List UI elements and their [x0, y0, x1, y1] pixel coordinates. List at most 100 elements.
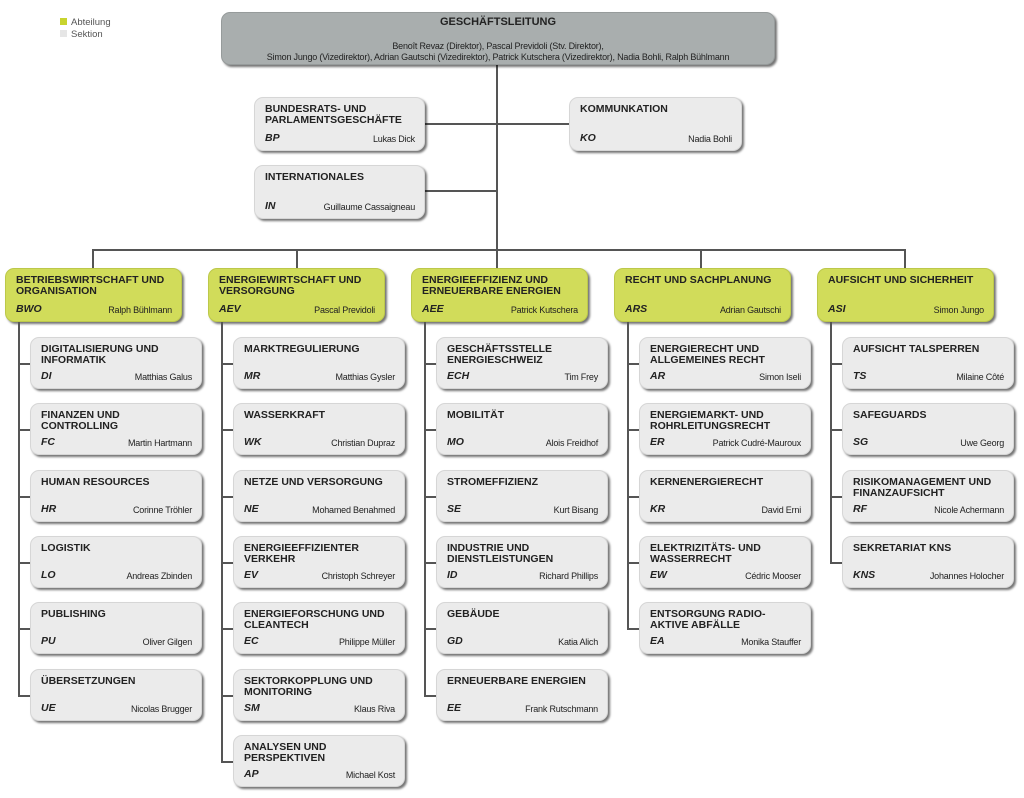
box-person: Frank Rutschmann	[525, 704, 598, 714]
box-code: KR	[650, 503, 666, 515]
section-connector	[830, 562, 842, 564]
section-spine-asi	[830, 322, 832, 563]
box-person: Oliver Gilgen	[142, 637, 193, 647]
box-code: EA	[650, 635, 665, 647]
management-box[interactable]: GESCHÄFTSLEITUNG Benoît Revaz (Direktor)…	[221, 12, 775, 65]
box-code: AEE	[422, 303, 444, 315]
box-person: Ralph Bühlmann	[108, 305, 172, 315]
staff-title: KOMMUNKATION	[580, 103, 668, 115]
box-title: SEKTORKOPPLUNG UND MONITORING	[244, 675, 373, 698]
box-code: ASI	[828, 303, 846, 315]
section-connector	[830, 496, 842, 498]
management-title: GESCHÄFTSLEITUNG	[439, 16, 557, 28]
section-spine-aee	[424, 322, 426, 696]
box-title: AUFSICHT TALSPERREN	[853, 343, 980, 355]
section-connector	[221, 429, 233, 431]
box-person: Richard Phillips	[539, 571, 598, 581]
legend-swatch	[60, 30, 67, 37]
box-code: ID	[447, 569, 458, 581]
staff-box-in[interactable]: INTERNATIONALES IN Guillaume Cassaigneau	[254, 165, 425, 219]
staff-code: BP	[265, 132, 280, 144]
staff-box-ko[interactable]: KOMMUNKATION KO Nadia Bohli	[569, 97, 742, 151]
legend-item-abteilung: Abteilung	[60, 17, 111, 29]
box-title: ÜBERSETZUNGEN	[41, 675, 136, 687]
box-person: Alois Freidhof	[545, 438, 598, 448]
box-title: STROMEFFIZIENZ	[447, 476, 538, 488]
staff-box-bp[interactable]: BUNDESRATS- UND PARLAMENTSGESCHÄFTE BP L…	[254, 97, 425, 151]
box-person: Milaine Côté	[956, 372, 1004, 382]
box-person: Christian Dupraz	[331, 438, 395, 448]
box-person: Johannes Holocher	[929, 571, 1004, 581]
box-code: KNS	[853, 569, 876, 581]
box-code: WK	[244, 436, 262, 448]
section-box-ar[interactable]: ENERGIERECHT UND ALLGEMEINES RECHT AR Simo…	[639, 337, 811, 389]
box-title: KERNENERGIERECHT	[650, 476, 764, 488]
box-title: MARKTREGULIERUNG	[244, 343, 360, 355]
box-person: Corinne Tröhler	[132, 505, 192, 515]
section-box-wk[interactable]: WASSERKRAFT WK Christian Dupraz	[233, 403, 405, 455]
connector-staff-left	[425, 123, 497, 125]
box-person: Pascal Previdoli	[314, 305, 375, 315]
box-code: TS	[853, 370, 867, 382]
staff-title: BUNDESRATS- UND PARLAMENTSGESCHÄFTE	[265, 103, 402, 126]
box-person: Simon Jungo	[933, 305, 985, 315]
box-title: ENERGIEEFFIZIENZ UND ERNEUERBARE ENERGIE…	[422, 274, 561, 297]
section-connector	[18, 628, 30, 630]
section-spine-aev	[221, 322, 223, 762]
legend: Abteilung Sektion	[60, 17, 111, 41]
box-title: ERNEUERBARE ENERGIEN	[447, 675, 586, 687]
section-connector	[18, 363, 30, 365]
department-box-aee[interactable]: ENERGIEEFFIZIENZ UND ERNEUERBARE ENERGIE…	[411, 268, 588, 322]
section-box-pu[interactable]: PUBLISHING PU Oliver Gilgen	[30, 602, 202, 654]
section-connector	[424, 628, 436, 630]
section-box-ts[interactable]: AUFSICHT TALSPERREN TS Milaine Côté	[842, 337, 1014, 389]
box-code: EW	[650, 569, 667, 581]
section-connector	[221, 562, 233, 564]
box-title: ENERGIERECHT UND ALLGEMEINES RECHT	[650, 343, 765, 366]
box-code: UE	[41, 702, 56, 714]
box-title: ENERGIEMARKT- UND ROHRLEITUNGSRECHT	[650, 409, 771, 432]
section-connector	[18, 429, 30, 431]
box-code: SM	[244, 702, 260, 714]
box-title: SAFEGUARDS	[853, 409, 927, 421]
box-code: PU	[41, 635, 56, 647]
box-code: AR	[650, 370, 666, 382]
box-code: DI	[41, 370, 52, 382]
section-connector	[424, 429, 436, 431]
box-code: SG	[853, 436, 869, 448]
box-title: WASSERKRAFT	[244, 409, 326, 421]
box-code: BWO	[16, 303, 42, 315]
box-title: PUBLISHING	[41, 608, 106, 620]
connector-dept-2	[296, 249, 298, 269]
section-connector	[627, 496, 639, 498]
box-person: Simon Iseli	[759, 372, 801, 382]
